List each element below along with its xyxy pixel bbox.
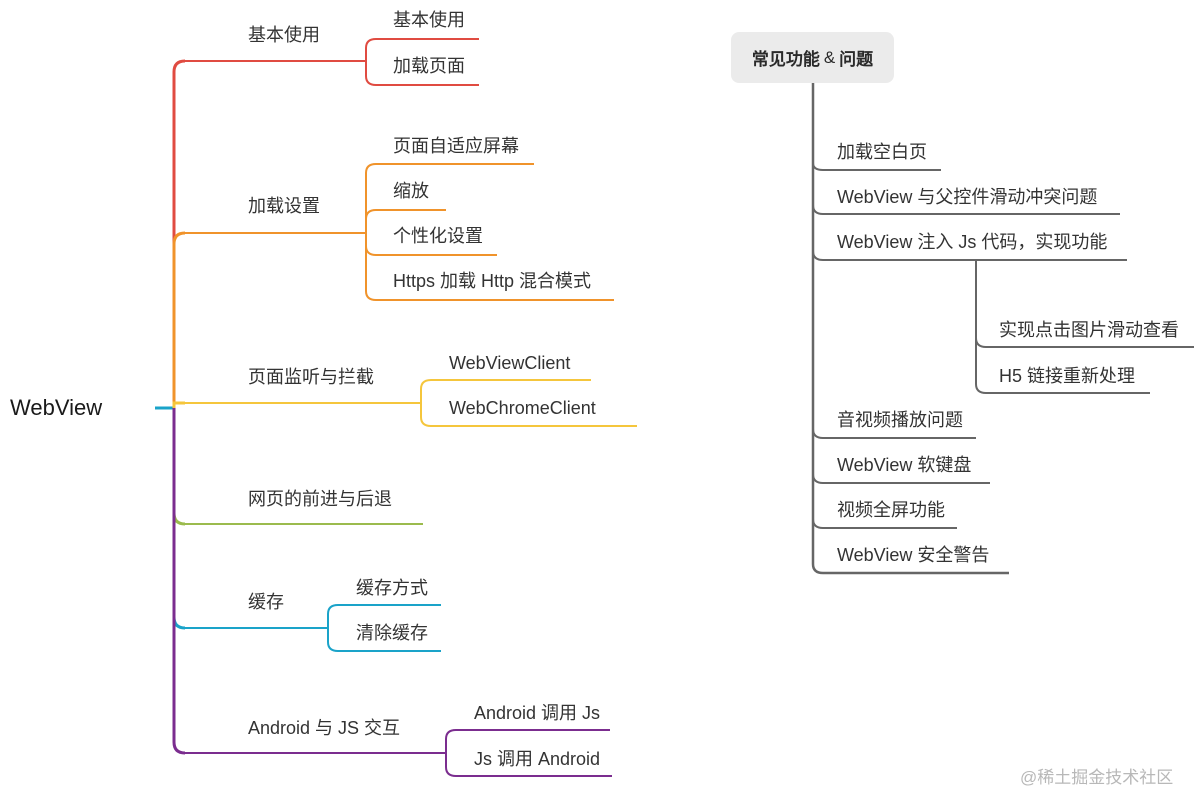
child-personalize: 个性化设置 [393, 226, 483, 246]
child-clear-cache: 清除缓存 [356, 623, 428, 643]
right-item-scroll-conflict: WebView 与父控件滑动冲突问题 [837, 187, 1098, 207]
branch-settings-label: 加载设置 [248, 196, 320, 216]
child-android-call-js: Android 调用 Js [474, 703, 601, 723]
child-js-call-android: Js 调用 Android [474, 749, 601, 769]
child-basic-usage: 基本使用 [393, 10, 465, 30]
child-cache-mode: 缓存方式 [356, 578, 428, 598]
right-sub-item-image-viewer: 实现点击图片滑动查看 [999, 320, 1179, 340]
trunk-segment-js [172, 408, 186, 755]
child-bracket-listen [420, 379, 637, 427]
right-item-blank-page: 加载空白页 [837, 142, 927, 162]
child-webchromeclient: WebChromeClient [449, 398, 596, 418]
title-ampersand: & [823, 47, 836, 67]
branch-navigation-label: 网页的前进与后退 [248, 489, 392, 509]
watermark: @稀土掘金技术社区 [1020, 768, 1174, 787]
trunk-segment-settings [172, 231, 186, 408]
branch-basic-label: 基本使用 [248, 25, 320, 45]
child-load-page: 加载页面 [393, 56, 465, 76]
right-item-media-playback: 音视频播放问题 [837, 410, 963, 430]
right-item-inject-js: WebView 注入 Js 代码，实现功能 [837, 232, 1108, 252]
title-part-a: 常见功能 [751, 50, 820, 69]
child-bracket-settings [365, 163, 614, 301]
child-mixed-mode: Https 加载 Http 混合模式 [393, 271, 592, 291]
trunk-segment-listen [172, 401, 185, 408]
right-item-security-warning: WebView 安全警告 [837, 545, 990, 565]
branch-cache-label: 缓存 [248, 592, 284, 612]
root-node: WebView [10, 395, 103, 420]
child-bracket-js [445, 729, 612, 777]
child-bracket-cache [327, 604, 441, 652]
title-part-b: 问题 [839, 50, 874, 69]
right-item-lines [812, 162, 1127, 529]
trunk-segment-basic [172, 59, 186, 408]
child-zoom: 缩放 [393, 181, 429, 201]
right-trunk [811, 83, 1009, 575]
child-adapt-screen: 页面自适应屏幕 [393, 136, 519, 156]
right-item-fullscreen-video: 视频全屏功能 [837, 500, 945, 520]
child-webviewclient: WebViewClient [449, 353, 571, 373]
branch-listen-label: 页面监听与拦截 [248, 367, 374, 387]
right-item-soft-keyboard: WebView 软键盘 [837, 455, 972, 475]
child-bracket-basic [365, 38, 479, 86]
right-sub-lines [975, 260, 1194, 394]
branch-js-label: Android 与 JS 交互 [248, 718, 401, 738]
right-sub-item-h5-link: H5 链接重新处理 [999, 366, 1136, 386]
trunk-segment-navigation [172, 408, 186, 526]
right-map-title: 常见功能 & 问题 [731, 32, 894, 83]
